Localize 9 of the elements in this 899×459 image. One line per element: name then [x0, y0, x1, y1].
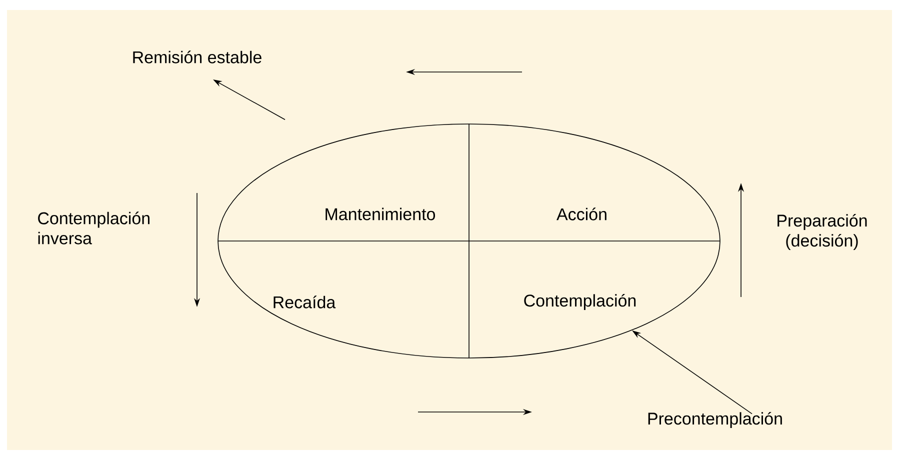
cycle-ellipse [218, 124, 720, 358]
stage-label: Preparación (decisión) [778, 214, 867, 250]
stage-label: Acción [556, 208, 606, 220]
stage-label: Contemplación [524, 294, 636, 310]
stage-text: Precontemplación [648, 412, 782, 428]
stage-label: Mantenimiento [326, 208, 436, 220]
stage-label: Contemplación inversa [38, 212, 150, 244]
stage-text: Remisión estable [133, 50, 262, 64]
stage-label: Recaída [274, 296, 336, 308]
